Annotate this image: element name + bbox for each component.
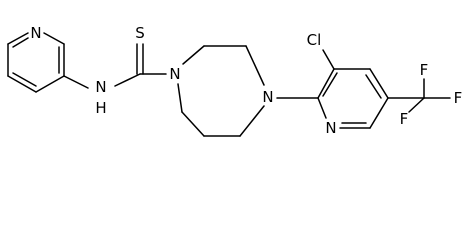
diazepane-n1-label: N bbox=[169, 65, 180, 83]
fluorine-right-label: F bbox=[454, 89, 463, 107]
fluorine-top-label: F bbox=[420, 61, 429, 79]
thiourea-linker bbox=[63, 43, 167, 89]
amide-n-label: N bbox=[95, 78, 106, 96]
fluorine-left-label: F bbox=[400, 110, 409, 128]
pyridyl-ring bbox=[7, 32, 65, 93]
thione-s-label: S bbox=[135, 24, 145, 42]
chloro-label: Cl bbox=[307, 31, 322, 49]
amide-h-label: H bbox=[95, 99, 106, 117]
structure-diagram: N N H S N N Cl N F F F bbox=[7, 24, 463, 137]
trifluoromethyl-group bbox=[387, 78, 451, 113]
diazepane-ring bbox=[177, 45, 265, 137]
chloropyridine-n-label: N bbox=[325, 119, 336, 137]
diazepane-n4-label: N bbox=[262, 88, 273, 106]
pyridyl-n-label: N bbox=[30, 24, 41, 42]
chloropyridine-ring bbox=[276, 49, 389, 129]
